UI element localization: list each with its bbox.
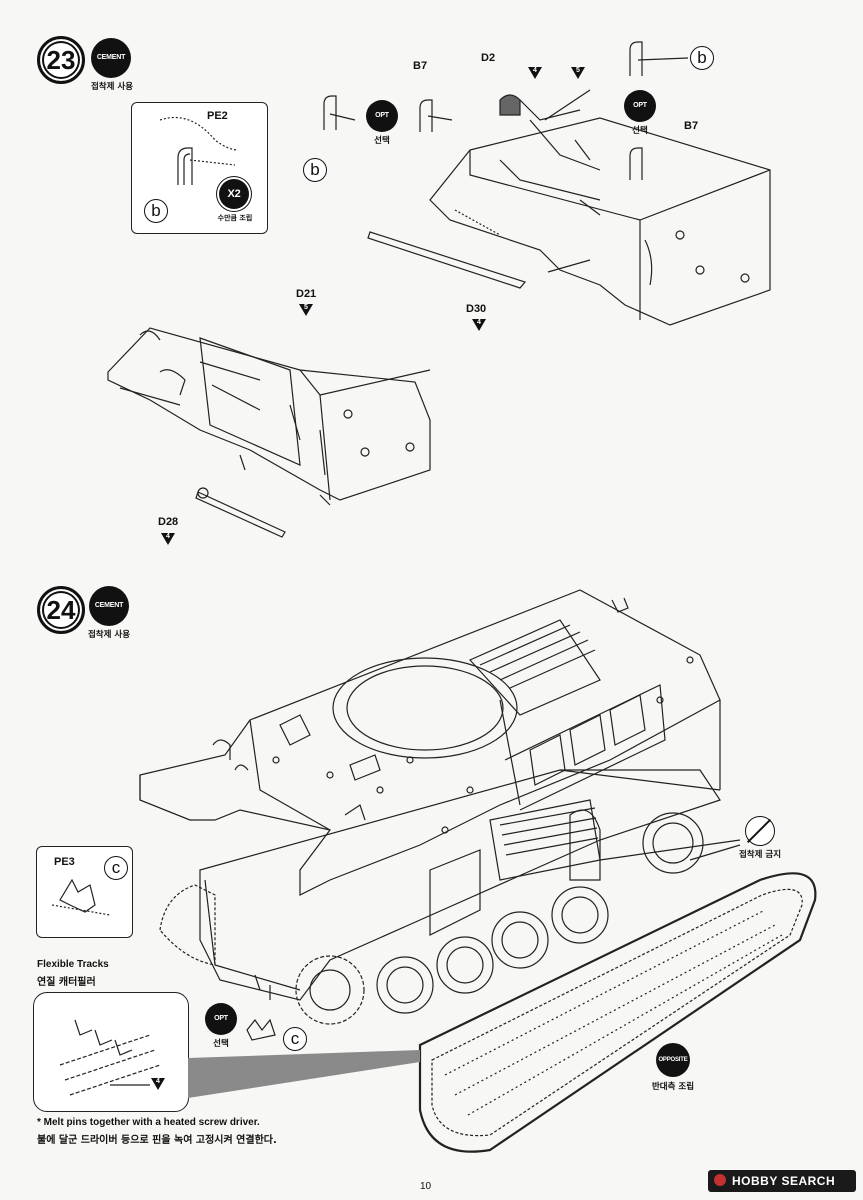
tracks-qty-triangle [151, 1078, 165, 1090]
cement-caption: 접착제 사용 [90, 82, 134, 92]
no-cement-caption: 접착제 금지 [738, 850, 782, 860]
d2-qty: 4 [533, 67, 537, 74]
melt-pins-note-ko: 불에 달군 드라이버 등으로 핀을 녹여 고정시켜 연결한다. [37, 1135, 277, 1146]
x2-badge: X2 [219, 179, 249, 209]
d28-label: D28 [158, 516, 179, 528]
flexible-tracks-en: Flexible Tracks [37, 959, 109, 970]
opt-badge-24: OPT [205, 1003, 237, 1035]
page-number: 10 [420, 1181, 432, 1192]
d30-label: D30 [466, 303, 487, 315]
pe2-label: PE2 [207, 110, 228, 122]
flexible-tracks-ko: 연질 캐터필러 [37, 977, 96, 988]
step-23-number: 23 [37, 36, 85, 84]
melt-pins-note-en: * Melt pins together with a heated screw… [37, 1117, 260, 1128]
b7-left-label: B7 [413, 60, 428, 72]
qty5: 5 [576, 67, 580, 74]
cement-caption-24: 접착제 사용 [87, 630, 131, 640]
opposite-badge: OPPOSITE [656, 1043, 690, 1077]
ref-c-main: c [283, 1027, 307, 1051]
d28-qty-triangle [161, 533, 175, 545]
d21-qty-triangle [299, 304, 313, 316]
d2-qty-triangle [528, 67, 542, 79]
no-cement-badge [745, 816, 775, 846]
step-24-number: 24 [37, 586, 85, 634]
d2-label: D2 [481, 52, 496, 64]
pe3-label: PE3 [54, 856, 75, 868]
opt-caption-left: 선택 [374, 136, 390, 146]
opt-caption-right: 선택 [632, 126, 648, 136]
b7-right-label: B7 [684, 120, 699, 132]
d21-label: D21 [296, 288, 317, 300]
cement-badge: CEMENT [91, 38, 131, 78]
watermark-logo-icon [714, 1174, 726, 1186]
ref-b-inset: b [144, 199, 168, 223]
opt-caption-24: 선택 [213, 1039, 229, 1049]
tracks-inset-box [33, 992, 189, 1112]
d30-qty: 4 [477, 319, 481, 326]
hobby-search-watermark: HOBBY SEARCH [708, 1170, 856, 1192]
opt-badge-left: OPT [366, 100, 398, 132]
ref-b-main: b [303, 158, 327, 182]
cement-badge-24: CEMENT [89, 586, 129, 626]
d28-qty: 4 [166, 533, 170, 540]
ref-c-inset: c [104, 856, 128, 880]
x2-caption: 수만큼 조립 [217, 214, 253, 222]
opposite-caption: 반대측 조립 [651, 1082, 695, 1092]
d30-qty-triangle [472, 319, 486, 331]
tracks-qty: 4 [156, 1078, 160, 1085]
d21-qty: 5 [304, 304, 308, 311]
opt-badge-right: OPT [624, 90, 656, 122]
ref-b-top-right: b [690, 46, 714, 70]
watermark-text: HOBBY SEARCH [732, 1174, 836, 1188]
qty5-triangle [571, 67, 585, 79]
